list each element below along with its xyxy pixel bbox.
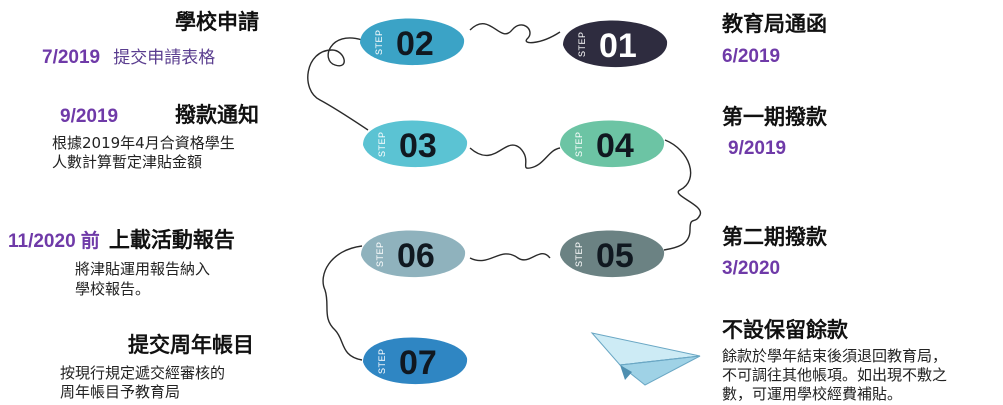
surplus-desc-1: 餘款於學年結束後須退回教育局， <box>722 347 948 365</box>
step-05: STEP 05 <box>560 230 665 278</box>
disburse-date: 9/2019 <box>60 106 119 127</box>
first-date: 9/2019 <box>728 138 787 159</box>
edb-date: 6/2019 <box>722 46 781 67</box>
step-03-blob <box>363 120 468 168</box>
school-apply-row: 7/2019 提交申請表格 <box>42 47 215 70</box>
disburse-desc-2: 人數計算暫定津貼金額 <box>52 153 203 171</box>
step-06: STEP 06 <box>361 230 466 278</box>
step-06-number: 06 <box>397 237 435 275</box>
second-title: 第二期撥款 <box>722 225 827 249</box>
step-07-number: 07 <box>399 344 437 382</box>
step-01-blob <box>563 20 668 68</box>
report-row: 11/2020 前 上載活動報告 <box>8 228 235 254</box>
report-desc-1: 將津貼運用報告納入 <box>75 260 211 278</box>
first-title: 第一期撥款 <box>722 105 827 129</box>
step-04-number: 04 <box>596 127 634 165</box>
paper-plane-icon <box>590 332 701 386</box>
step-04-blob <box>560 120 665 168</box>
report-desc-2: 學校報告。 <box>75 280 151 298</box>
step-01-number: 01 <box>599 27 637 65</box>
step-02-label: STEP <box>374 29 384 55</box>
report-title: 上載活動報告 <box>108 228 235 252</box>
step-05-label: STEP <box>574 241 584 267</box>
step-05-number: 05 <box>596 237 634 275</box>
connector-line <box>307 23 701 361</box>
surplus-desc-2: 不可調往其他帳項。如出現不敷之 <box>722 366 948 384</box>
step-03-label: STEP <box>377 131 387 157</box>
school-apply-desc: 提交申請表格 <box>113 48 216 68</box>
surplus-title: 不設保留餘款 <box>722 318 848 342</box>
step-02-blob <box>360 18 465 66</box>
step-02: STEP 02 <box>360 18 465 66</box>
step-06-label: STEP <box>375 241 385 267</box>
disburse-desc-1: 根據2019年4月合資格學生 <box>52 134 235 152</box>
step-04-label: STEP <box>574 131 584 157</box>
disburse-title: 撥款通知 <box>175 103 259 127</box>
step-07-label: STEP <box>377 348 387 374</box>
edb-title: 教育局通函 <box>722 12 827 36</box>
step-06-blob <box>361 230 466 278</box>
step-07: STEP 07 <box>363 337 468 385</box>
accounts-title: 提交周年帳目 <box>128 333 254 357</box>
accounts-desc-1: 按現行規定遞交經審核的 <box>60 364 226 382</box>
step-07-blob <box>363 337 468 385</box>
report-before: 前 <box>80 231 100 252</box>
second-date: 3/2020 <box>722 258 781 279</box>
accounts-desc-2: 周年帳目予教育局 <box>60 383 181 401</box>
step-03-number: 03 <box>399 127 437 165</box>
step-02-number: 02 <box>396 25 434 63</box>
step-04: STEP 04 <box>560 120 665 168</box>
surplus-desc-3: 數，可運用學校經費補貼。 <box>722 385 903 403</box>
report-date: 11/2020 <box>8 231 76 252</box>
step-01: STEP 01 <box>563 20 668 68</box>
school-apply-title: 學校申請 <box>175 10 259 34</box>
step-03: STEP 03 <box>363 120 468 168</box>
step-05-blob <box>560 230 665 278</box>
step-01-label: STEP <box>577 31 587 57</box>
school-apply-date: 7/2019 <box>42 47 101 68</box>
